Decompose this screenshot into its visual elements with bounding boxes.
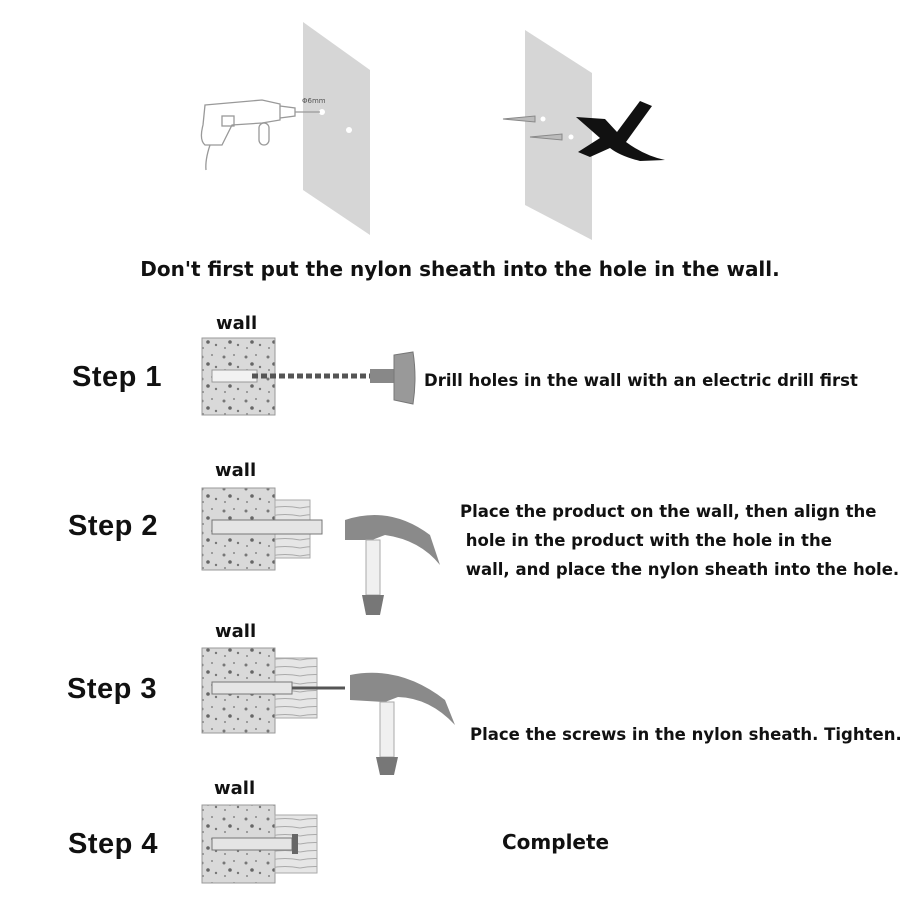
step3-label: Step 3: [67, 673, 158, 705]
wall-label: wall: [215, 460, 257, 481]
step4-description: Complete: [502, 830, 610, 854]
wall-label: wall: [216, 313, 258, 334]
step1-description: Drill holes in the wall with an electric…: [424, 371, 858, 390]
step2-illustration: [201, 487, 440, 615]
drill-size-label: Φ6mm: [302, 97, 326, 105]
step2-label: Step 2: [68, 510, 159, 542]
step2-description-line2: hole in the product with the hole in the: [460, 531, 832, 550]
step2-description-line3: wall, and place the nylon sheath into th…: [460, 560, 900, 579]
wall-label: wall: [214, 778, 256, 799]
drill-icon: [200, 99, 320, 171]
step4-label: Step 4: [68, 828, 159, 860]
cross-icon: [576, 101, 665, 161]
step2-description-line1: Place the product on the wall, then alig…: [460, 502, 877, 521]
wall-panel-drill: [303, 22, 370, 235]
wall-label: wall: [215, 621, 257, 642]
step1-label: Step 1: [72, 361, 163, 393]
step3-description: Place the screws in the nylon sheath. Ti…: [470, 725, 900, 744]
step1-illustration: [201, 337, 416, 416]
warning-text: Don't first put the nylon sheath into th…: [140, 257, 780, 281]
step4-illustration: [201, 804, 318, 884]
wall-panel-sheath: [502, 30, 592, 240]
step3-illustration: [201, 647, 455, 775]
